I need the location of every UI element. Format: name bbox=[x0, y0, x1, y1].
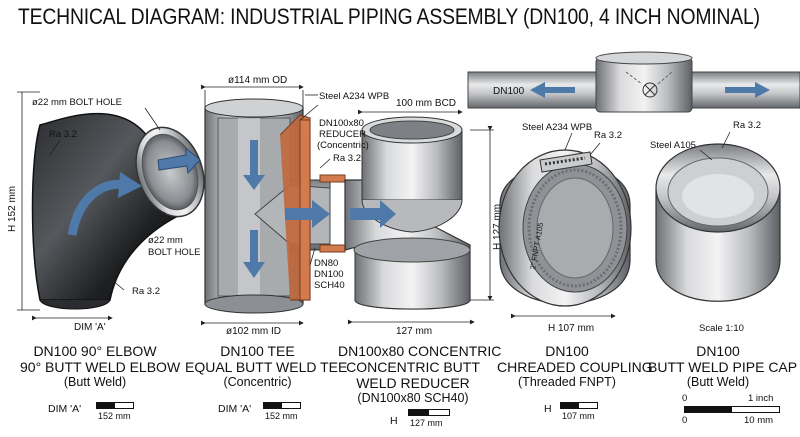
caption-elbow-line2: 90° BUTT WELD ELBOW bbox=[20, 359, 181, 375]
caption-reducer-line3: WELD REDUCER bbox=[356, 375, 470, 391]
dn80-label-1: DN80 bbox=[314, 258, 338, 269]
elbow-dim-label-bottom: DIM 'A' bbox=[48, 403, 82, 415]
caption-coupling-line2: CHREADED COUPLING bbox=[497, 359, 653, 375]
tee-ra-label: Ra 3.2 bbox=[333, 153, 361, 164]
caption-tee-line2: EQUAL BUTT WELD TEE bbox=[185, 359, 348, 375]
cap-dimensions bbox=[699, 131, 731, 161]
pipe-drawing bbox=[467, 51, 800, 113]
tee-steel-label: Steel A234 WPB bbox=[319, 91, 389, 102]
caption-tee: DN100 TEE EQUAL BUTT WELD TEE (Concentri… bbox=[185, 343, 348, 389]
tee-dim-label-bottom: DIM 'A' bbox=[218, 403, 252, 415]
reducer-dim-value: 127 mm bbox=[410, 418, 443, 428]
elbow-drawing bbox=[31, 112, 205, 310]
coupling-scale-bar bbox=[560, 402, 598, 409]
elbow-dim-value: 152 mm bbox=[98, 411, 131, 421]
caption-coupling-name: DN100 bbox=[545, 343, 589, 359]
scale-inch: 1 inch bbox=[748, 393, 774, 404]
page-title: TECHNICAL DIAGRAM: INDUSTRIAL PIPING ASS… bbox=[18, 4, 760, 29]
cap-drawing bbox=[655, 143, 781, 302]
caption-cap-name: DN100 bbox=[696, 343, 740, 359]
reducer-dim-label-bottom: H bbox=[390, 415, 398, 427]
caption-cap-line3: (Butt Weld) bbox=[686, 375, 750, 389]
caption-elbow: DN100 90° ELBOW 90° BUTT WELD ELBOW (But… bbox=[20, 343, 181, 389]
elbow-height-label: H 152 mm bbox=[7, 186, 18, 232]
reducer-inner-3: (Concentric) bbox=[317, 140, 369, 151]
coupling-drawing bbox=[498, 149, 632, 307]
scale-zero-bottom: 0 bbox=[682, 415, 688, 426]
elbow-ra-bottom: Ra 3.2 bbox=[132, 286, 160, 297]
caption-tee-line3: (Concentric) bbox=[223, 375, 292, 389]
coupling-steel-label: Steel A234 WPB bbox=[522, 122, 592, 133]
reducer-height-label: H 127 mm bbox=[492, 204, 503, 250]
caption-cap: DN100 BUTT WELD PIPE CAP (Butt Weld) bbox=[648, 343, 798, 389]
coupling-ra-label: Ra 3.2 bbox=[594, 130, 622, 141]
bolt-hole-top-label: ø22 mm BOLT HOLE bbox=[32, 97, 122, 108]
bcd-label: 100 mm BCD bbox=[396, 98, 456, 109]
caption-tee-name: DN100 TEE bbox=[220, 343, 295, 359]
tee-dimensions bbox=[201, 84, 494, 326]
elbow-ra-top: Ra 3.2 bbox=[49, 129, 77, 140]
tee-scale-bar bbox=[263, 402, 301, 409]
dn80-label-3: SCH40 bbox=[314, 280, 345, 291]
elbow-dim-label: DIM 'A' bbox=[74, 322, 106, 333]
cap-steel-label: Steel A105 bbox=[650, 140, 696, 151]
caption-elbow-name: DN100 90° ELBOW bbox=[33, 343, 157, 359]
scale-zero-top: 0 bbox=[682, 393, 688, 404]
coupling-height-label: H 107 mm bbox=[548, 323, 594, 334]
reducer-scale-bar bbox=[408, 409, 450, 416]
coupling-dimensions bbox=[511, 132, 616, 319]
caption-reducer-name: DN100x80 CONCENTRIC bbox=[338, 343, 502, 359]
caption-reducer: DN100x80 CONCENTRIC CONCENTRIC BUTT WELD… bbox=[338, 343, 502, 405]
caption-cap-line2: BUTT WELD PIPE CAP bbox=[648, 359, 798, 375]
main-scale-bar bbox=[684, 406, 780, 413]
coupling-dim-label-bottom: H bbox=[544, 403, 552, 415]
reducer-inner-1: DN100x80 bbox=[319, 118, 364, 129]
reducer-drawing bbox=[344, 116, 471, 310]
caption-reducer-line4: (DN100x80 SCH40) bbox=[357, 391, 469, 405]
elbow-dimensions bbox=[17, 91, 166, 321]
caption-reducer-line2: CONCENTRIC BUTT bbox=[346, 359, 480, 375]
reducer-inner-2: REDUCER bbox=[319, 129, 366, 140]
elbow-scale-bar bbox=[96, 402, 134, 409]
tee-dim-value: 152 mm bbox=[265, 411, 298, 421]
tee-drawing bbox=[204, 98, 346, 314]
bolt-hole-bottom-1: ø22 mm bbox=[148, 235, 183, 246]
caption-elbow-line3: (Butt Weld) bbox=[63, 375, 127, 389]
reducer-width-label: 127 mm bbox=[396, 326, 432, 337]
tee-od-label: ø114 mm OD bbox=[228, 75, 287, 86]
caption-coupling: DN100 CHREADED COUPLING (Threaded FNPT) bbox=[497, 343, 653, 389]
tee-id-label: ø102 mm ID bbox=[226, 326, 281, 337]
caption-coupling-line3: (Threaded FNPT) bbox=[518, 375, 616, 389]
dn80-label-2: DN100 bbox=[314, 269, 344, 280]
scale-label: Scale 1:10 bbox=[699, 323, 744, 334]
bolt-hole-bottom-2: BOLT HOLE bbox=[148, 247, 200, 258]
cap-ra-label: Ra 3.2 bbox=[733, 120, 761, 131]
coupling-dim-value: 107 mm bbox=[562, 411, 595, 421]
scale-mm: 10 mm bbox=[744, 415, 774, 426]
pipe-label: DN100 bbox=[493, 86, 525, 97]
